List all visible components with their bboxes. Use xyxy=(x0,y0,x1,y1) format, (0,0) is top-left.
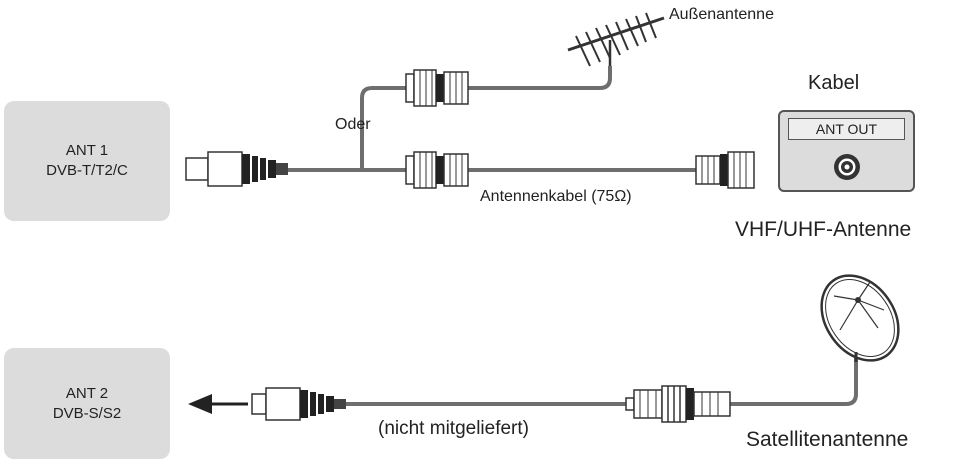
socket-icon xyxy=(834,154,860,180)
ant2-port-box: ANT 2 DVB-S/S2 xyxy=(4,348,170,459)
arrow-left-icon xyxy=(188,394,248,414)
ant2-standard: DVB-S/S2 xyxy=(52,404,122,422)
f-connector-icon xyxy=(625,385,731,423)
branch-cable-line xyxy=(360,86,408,170)
antenna-cable-label: Antennenkabel (75Ω) xyxy=(480,188,632,205)
ant1-title: ANT 1 xyxy=(65,142,109,159)
outdoor-antenna-cable xyxy=(468,66,612,90)
vhf-uhf-antenna-label: VHF/UHF-Antenne xyxy=(735,218,912,241)
or-label: Oder xyxy=(335,116,371,133)
satellite-antenna-label: Satellitenantenne xyxy=(746,428,909,451)
coax-connector-icon xyxy=(405,151,469,189)
ant2-title: ANT 2 xyxy=(65,384,109,402)
cable-label: Kabel xyxy=(808,72,860,94)
coax-connector-icon xyxy=(405,69,469,107)
outdoor-antenna-label: Außenantenne xyxy=(669,6,774,23)
ant-out-label: ANT OUT xyxy=(788,118,905,140)
ant1-plug-icon xyxy=(185,151,288,187)
outdoor-antenna-icon xyxy=(567,12,665,67)
coax-connector-icon xyxy=(695,151,755,189)
satellite-dish-icon xyxy=(820,274,900,362)
ant2-plug-icon xyxy=(251,387,346,421)
satellite-feed-cable xyxy=(728,352,858,406)
ant1-port-box: ANT 1 DVB-T/T2/C xyxy=(4,101,170,221)
ant-out-panel: ANT OUT xyxy=(778,110,915,192)
ant1-standard: DVB-T/T2/C xyxy=(46,162,128,179)
not-included-label: (nicht mitgeliefert) xyxy=(378,418,529,439)
